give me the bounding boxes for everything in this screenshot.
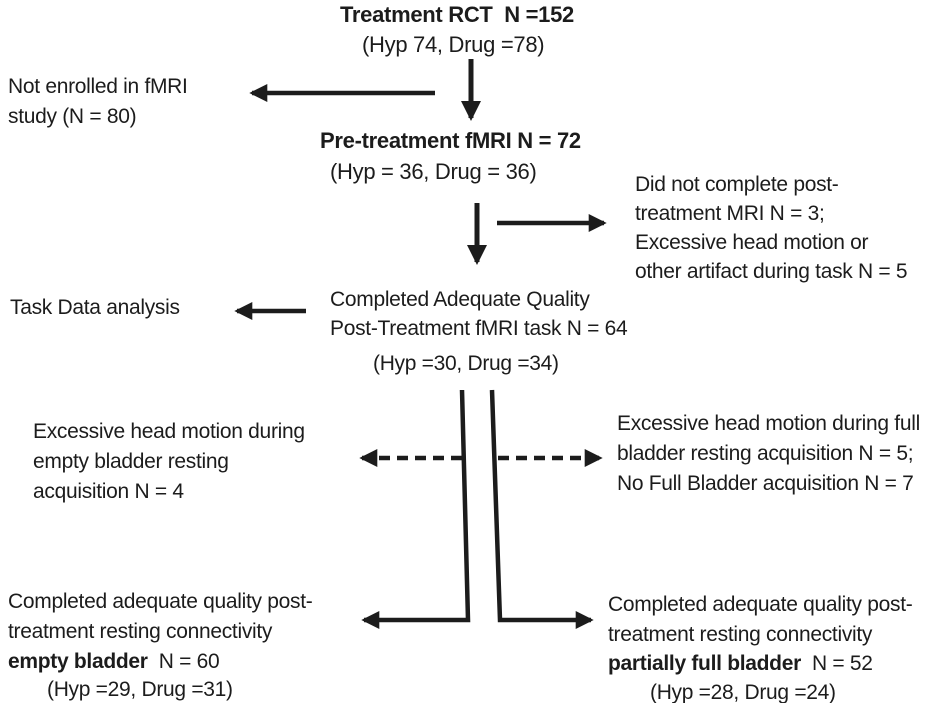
branch-to-full-bladder <box>489 389 594 629</box>
node-completed-task-line1: Completed Adequate Quality <box>330 288 590 311</box>
node-not-enrolled-line2: study (N = 80) <box>8 105 137 128</box>
node-completed-empty-line1: Completed adequate quality post- <box>8 590 313 613</box>
node-completed-full-line2: treatment resting connectivity <box>608 623 873 646</box>
branch-to-empty-bladder <box>361 389 471 629</box>
node-completed-full-line3: partially full bladder N = 52 <box>608 652 873 676</box>
node-completed-empty-line3: empty bladder N = 60 <box>8 650 220 674</box>
node-completed-task-subtitle: (Hyp =30, Drug =34) <box>373 352 559 375</box>
node-task-data-analysis: Task Data analysis <box>10 296 180 319</box>
node-completed-full-line1: Completed adequate quality post- <box>608 593 913 616</box>
node-completed-empty-subtitle: (Hyp =29, Drug =31) <box>47 678 233 701</box>
node-posttreatment-exclusions-line4: other artifact during task N = 5 <box>635 260 908 283</box>
node-excluded-full-line1: Excessive head motion during full <box>617 412 920 435</box>
node-completed-empty-line3-count: N = 60 <box>147 650 220 673</box>
node-excluded-full-line2: bladder resting acquisition N = 5; <box>617 442 914 465</box>
node-completed-full-line3-bold: partially full bladder <box>608 652 801 675</box>
node-treatment-rct-subtitle: (Hyp 74, Drug =78) <box>362 32 545 57</box>
node-posttreatment-exclusions-line2: treatment MRI N = 3; <box>635 202 825 225</box>
node-excluded-empty-line1: Excessive head motion during <box>33 420 305 443</box>
node-posttreatment-exclusions-line3: Excessive head motion or <box>635 231 869 254</box>
node-treatment-rct-title: Treatment RCT N =152 <box>340 2 574 27</box>
node-excluded-empty-line3: acquisition N = 4 <box>33 480 184 503</box>
node-completed-empty-line3-bold: empty bladder <box>8 650 148 673</box>
node-completed-task-line2: Post-Treatment fMRI task N = 64 <box>330 317 628 340</box>
node-pretreatment-subtitle: (Hyp = 36, Drug = 36) <box>330 159 537 184</box>
node-completed-full-subtitle: (Hyp =28, Drug =24) <box>650 681 836 703</box>
node-excluded-empty-line2: empty bladder resting <box>33 450 229 473</box>
node-posttreatment-exclusions-line1: Did not complete post- <box>635 173 839 196</box>
node-completed-empty-line2: treatment resting connectivity <box>8 620 273 643</box>
node-excluded-full-line3: No Full Bladder acquisition N = 7 <box>617 472 914 495</box>
node-pretreatment-title: Pre-treatment fMRI N = 72 <box>320 128 581 153</box>
node-completed-full-line3-count: N = 52 <box>800 652 873 675</box>
node-not-enrolled-line1: Not enrolled in fMRI <box>8 75 188 98</box>
